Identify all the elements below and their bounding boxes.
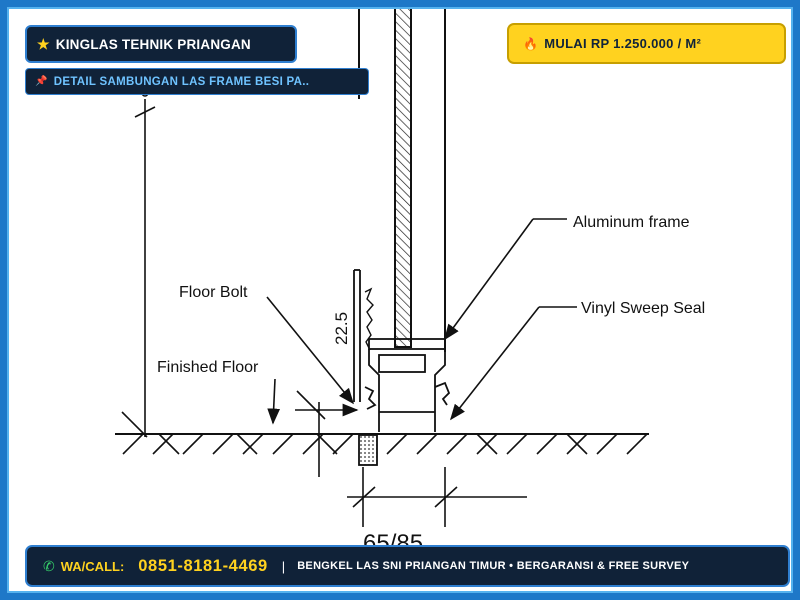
technical-drawing: Aluminum frame Vinyl Sweep Seal Floor Bo… bbox=[115, 7, 705, 557]
label-aluminum-frame: Aluminum frame bbox=[573, 214, 690, 231]
floor-hatch bbox=[115, 390, 649, 477]
frame-profile bbox=[353, 269, 451, 466]
pin-icon: 📌 bbox=[35, 76, 48, 87]
caption-text: DETAIL SAMBUNGAN LAS FRAME BESI PA.. bbox=[53, 75, 310, 88]
label-floor-bolt: Floor Bolt bbox=[179, 284, 248, 301]
contact-footer: ✆ WA/CALL: 0851-8181-4469 | BENGKEL LAS … bbox=[25, 545, 790, 587]
brand-badge: ★ KINGLAS TEHNIK PRIANGAN bbox=[25, 25, 297, 63]
glass-panel bbox=[358, 7, 446, 352]
star-icon: ★ bbox=[37, 35, 50, 52]
caption-badge: 📌 DETAIL SAMBUNGAN LAS FRAME BESI PA.. bbox=[25, 68, 369, 95]
wa-label: WA/CALL: bbox=[60, 558, 125, 574]
height-dimension-line bbox=[121, 89, 156, 438]
label-leaders bbox=[266, 218, 577, 425]
label-finished-floor: Finished Floor bbox=[157, 359, 259, 376]
price-badge: 🔥 MULAI RP 1.250.000 / M² bbox=[507, 23, 786, 64]
phone-icon: ✆ bbox=[43, 557, 55, 574]
label-vinyl-seal: Vinyl Sweep Seal bbox=[581, 300, 705, 317]
brand-name: KINGLAS TEHNIK PRIANGAN bbox=[55, 36, 251, 52]
width-dimension-line bbox=[347, 467, 527, 527]
label-dim-vertical: 22.5 bbox=[332, 312, 351, 345]
price-text: MULAI RP 1.250.000 / M² bbox=[544, 36, 702, 51]
footer-separator: | bbox=[281, 558, 286, 574]
fire-icon: 🔥 bbox=[523, 36, 539, 51]
phone-number[interactable]: 0851-8181-4469 bbox=[138, 556, 268, 575]
footer-tagline: BENGKEL LAS SNI PRIANGAN TIMUR • BERGARA… bbox=[297, 560, 690, 572]
